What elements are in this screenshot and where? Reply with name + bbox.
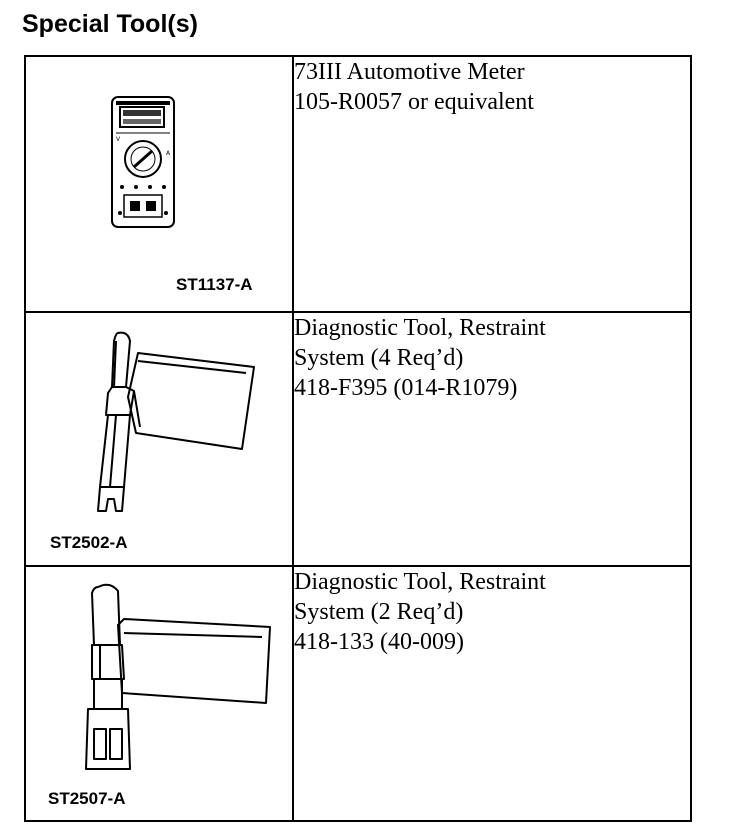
tool-part-number: 418-133 (40-009) xyxy=(294,629,464,655)
table-row: ST2507-A Diagnostic Tool, Restraint Syst… xyxy=(24,565,692,822)
table-row: ST2502-A Diagnostic Tool, Restraint Syst… xyxy=(24,311,692,567)
table-row: V A ST1137-A 73III Automotive Meter 105-… xyxy=(24,55,692,313)
tool-name: Diagnostic Tool, Restraint xyxy=(294,315,546,341)
illustration-code: ST1137-A xyxy=(176,275,253,294)
tool-quantity: System (2 Req’d) xyxy=(294,599,464,625)
illustration-code: ST2507-A xyxy=(48,789,126,808)
svg-text:V: V xyxy=(116,136,121,143)
tool-name: 73III Automotive Meter xyxy=(294,59,525,85)
restraint-diagnostic-tool-icon xyxy=(85,583,271,770)
multimeter-icon: V A xyxy=(111,96,175,228)
illustration-code: ST2502-A xyxy=(50,533,128,552)
svg-text:A: A xyxy=(166,150,171,157)
special-tools-table: V A ST1137-A 73III Automotive Meter 105-… xyxy=(24,55,692,822)
tool-description-cell: 73III Automotive Meter 105-R0057 or equi… xyxy=(292,55,692,313)
tool-description-cell: Diagnostic Tool, Restraint System (4 Req… xyxy=(292,311,692,567)
tool-illustration-cell: ST2507-A xyxy=(24,565,294,822)
tool-quantity: System (4 Req’d) xyxy=(294,345,464,371)
tool-illustration-cell: ST2502-A xyxy=(24,311,294,567)
page-title: Special Tool(s) xyxy=(22,10,198,38)
tool-illustration-cell: V A ST1137-A xyxy=(24,55,294,313)
tool-part-number: 105-R0057 or equivalent xyxy=(294,89,534,115)
tool-part-number: 418-F395 (014-R1079) xyxy=(294,375,518,401)
tool-description-cell: Diagnostic Tool, Restraint System (2 Req… xyxy=(292,565,692,822)
tool-name: Diagnostic Tool, Restraint xyxy=(294,569,546,595)
restraint-diagnostic-tool-icon xyxy=(97,331,255,512)
